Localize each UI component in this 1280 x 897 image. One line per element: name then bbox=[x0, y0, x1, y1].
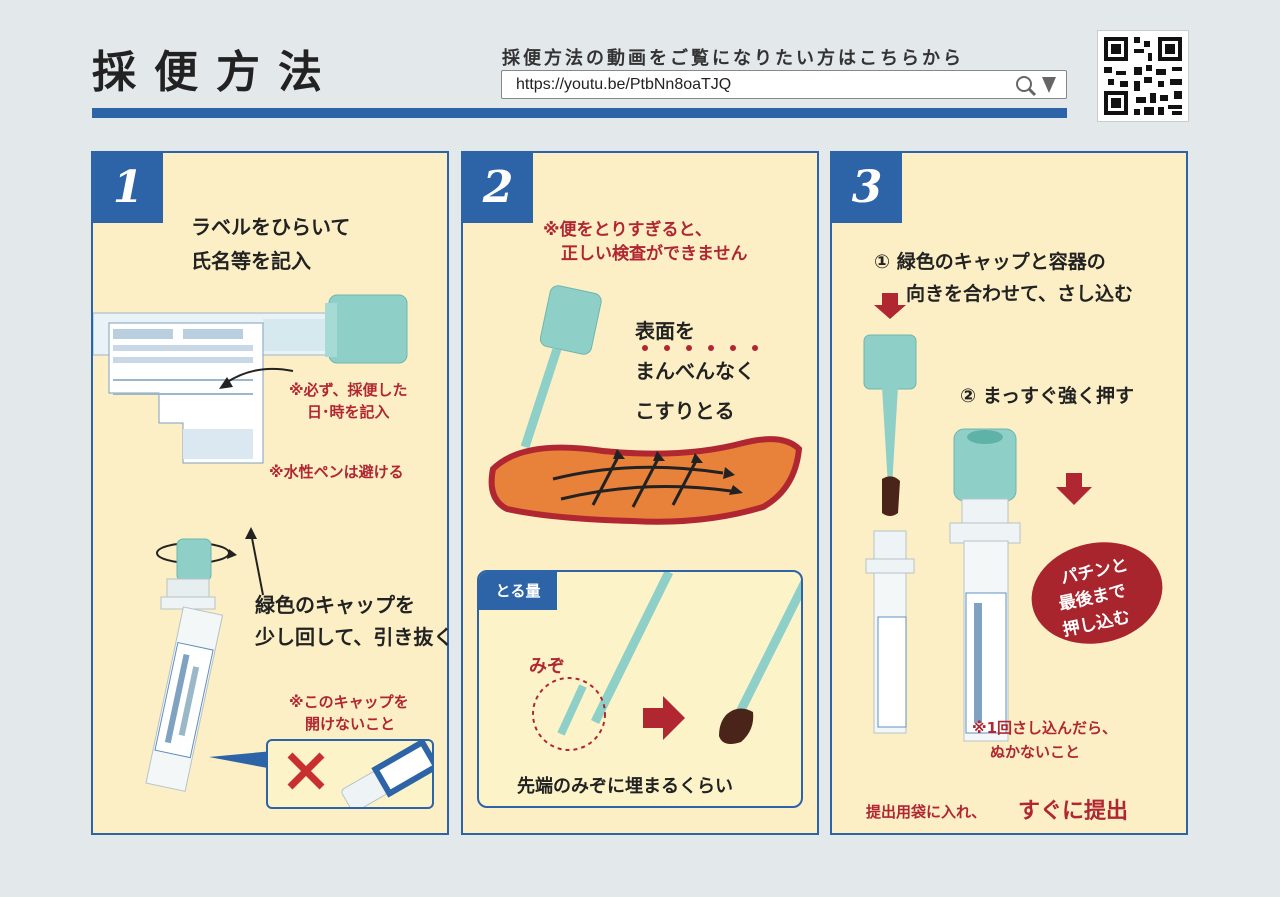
inset-tag: とる量 bbox=[479, 572, 557, 610]
badge-shape bbox=[1031, 542, 1163, 644]
note-date: 日･時を記入 bbox=[307, 403, 390, 421]
video-caption: 採便方法の動画をご覧になりたい方はこちらから bbox=[502, 48, 964, 69]
note-date: ※必ず、採便した bbox=[289, 381, 408, 399]
note-pen: ※水性ペンは避ける bbox=[269, 463, 404, 481]
tube-illustration bbox=[145, 527, 273, 792]
step-instruction: 少し回して、引き抜く bbox=[255, 625, 454, 649]
step-number: 3 bbox=[832, 153, 902, 223]
video-url[interactable]: https://youtu.be/PtbNn8oaTJQ bbox=[516, 76, 732, 93]
step-number: 1 bbox=[93, 153, 163, 223]
emphasis-dots bbox=[642, 345, 758, 351]
step-instruction: こすりとる bbox=[635, 399, 735, 423]
step-instruction: ① 緑色のキャップと容器の bbox=[874, 251, 1106, 273]
push-illustration bbox=[949, 428, 1021, 742]
video-url-bar[interactable]: https://youtu.be/PtbNn8oaTJQ bbox=[501, 70, 1067, 99]
down-arrow-icon bbox=[1056, 473, 1092, 505]
inset-caption: 先端のみぞに埋まるくらい bbox=[517, 776, 733, 797]
step-3-panel: 3 ① 緑色のキャップと容器の 向きを合わせて、さし込む ② まっすぐ強く押す … bbox=[830, 151, 1188, 835]
step-number: 2 bbox=[463, 153, 533, 223]
qr-code[interactable] bbox=[1097, 30, 1189, 122]
amount-warning: 正しい検査ができません bbox=[561, 244, 748, 264]
do-not-open-box bbox=[266, 739, 434, 809]
no-remove-note: ぬかないこと bbox=[990, 743, 1081, 761]
step-instruction: 表面を bbox=[635, 319, 695, 343]
tube-label-illustration bbox=[93, 294, 408, 464]
stool-illustration bbox=[488, 436, 803, 525]
amount-warning: ※便をとりすぎると、 bbox=[543, 220, 712, 240]
step-1-panel: 1 ラベルをひらいて 氏名等を記入 ※必ず、採便した 日･時を記入 ※水性ペンは… bbox=[91, 151, 453, 835]
step-heading: 氏名等を記入 bbox=[191, 249, 311, 273]
cap-warning: ※このキャップを bbox=[289, 693, 409, 711]
step-instruction: 緑色のキャップを bbox=[255, 593, 415, 617]
submit-note-small: 提出用袋に入れ、 bbox=[866, 803, 987, 821]
step-instruction: まんべんなく bbox=[635, 359, 755, 383]
step-2-panel: 2 ※便をとりすぎると、 正しい検査ができません 表面を まんべんなく こすりと… bbox=[461, 151, 819, 835]
swab-tip-illustration bbox=[532, 572, 801, 751]
cap-warning: 開けないこと bbox=[305, 715, 396, 733]
swab-stick-illustration bbox=[520, 285, 602, 449]
amount-inset: とる量 みぞ 先端のみぞに埋まるくらい bbox=[477, 570, 803, 808]
search-icon[interactable] bbox=[1012, 73, 1060, 97]
submit-note-large: すぐに提出 bbox=[1018, 799, 1129, 824]
no-remove-note: ※1回さし込んだら、 bbox=[972, 719, 1118, 737]
page-title: 採便方法 bbox=[92, 47, 340, 98]
insert-illustration bbox=[863, 293, 917, 734]
do-not-open-illustration bbox=[287, 741, 434, 807]
step-instruction: ② まっすぐ強く押す bbox=[960, 385, 1134, 407]
qr-code-icon bbox=[1104, 37, 1182, 115]
title-underline bbox=[92, 108, 1067, 118]
groove-label: みぞ bbox=[529, 656, 565, 677]
step-heading: ラベルをひらいて bbox=[191, 215, 351, 239]
step-instruction: 向きを合わせて、さし込む bbox=[906, 283, 1134, 305]
